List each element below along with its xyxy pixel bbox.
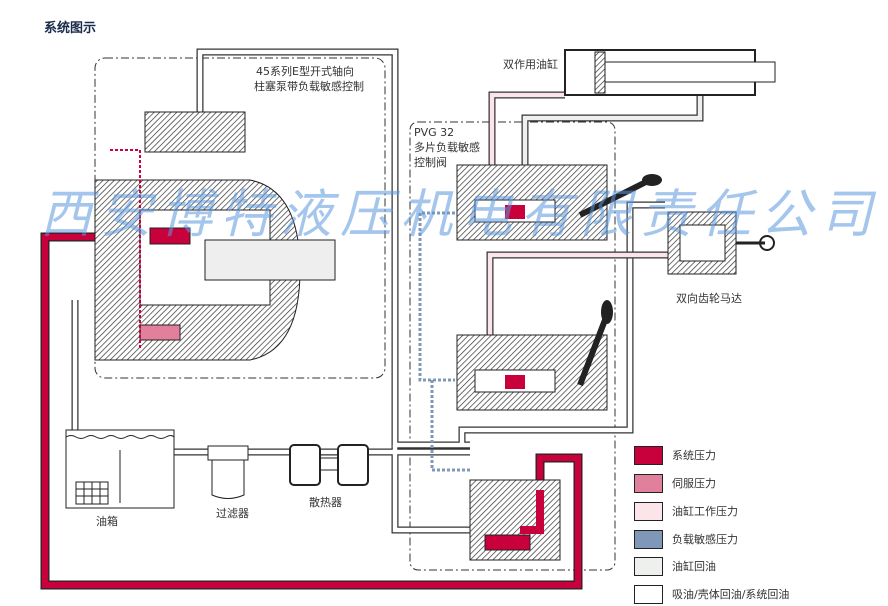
cylinder-label: 双作用油缸 [503,58,558,71]
pvg-group-box [409,121,616,571]
motor-label: 双向齿轮马达 [676,292,742,305]
double-acting-cylinder [564,49,776,96]
pump-label-line2: 柱塞泵带负载敏感控制 [254,80,364,93]
tank-label: 油箱 [96,515,118,528]
legend-swatch [634,556,663,576]
gear-motor [667,211,775,275]
filter [207,445,249,499]
legend-item: 吸油/壳体回油/系统回油 [634,584,789,604]
legend-swatch [634,584,663,604]
axial-piston-pump [94,111,336,361]
filter-label: 过滤器 [216,507,249,520]
legend-item: 油缸工作压力 [634,501,738,521]
pvg-label-line2: 多片负载敏感 [414,141,480,154]
legend-item: 系统压力 [634,445,716,465]
legend-item: 油缸回油 [634,556,716,576]
cooler-label: 散热器 [309,496,342,509]
page-title: 系统图示 [44,21,97,36]
legend-label: 油缸工作压力 [672,505,738,518]
legend-label: 伺服压力 [672,477,716,490]
legend-swatch [634,501,663,521]
oil-tank [65,429,175,509]
legend-label: 负载敏感压力 [672,533,738,546]
legend-swatch [634,529,663,549]
pvg-valve-section-2 [456,300,613,411]
legend-label: 吸油/壳体回油/系统回油 [672,588,790,601]
legend-swatch [634,473,663,493]
cooler [289,444,369,486]
legend-label: 油缸回油 [672,560,716,573]
legend-item: 负载敏感压力 [634,529,738,549]
legend-label: 系统压力 [672,449,716,462]
pvg-label-line3: 控制阀 [414,156,447,169]
pvg-label-line1: PVG 32 [414,126,455,139]
legend-item: 伺服压力 [634,473,716,493]
legend-swatch [634,445,663,465]
pvg-valve-section-1 [456,164,662,241]
pvg-inlet-section [469,479,561,561]
pump-label-line1: 45系列E型开式轴向 [256,65,354,78]
load-sense-line [418,211,470,472]
